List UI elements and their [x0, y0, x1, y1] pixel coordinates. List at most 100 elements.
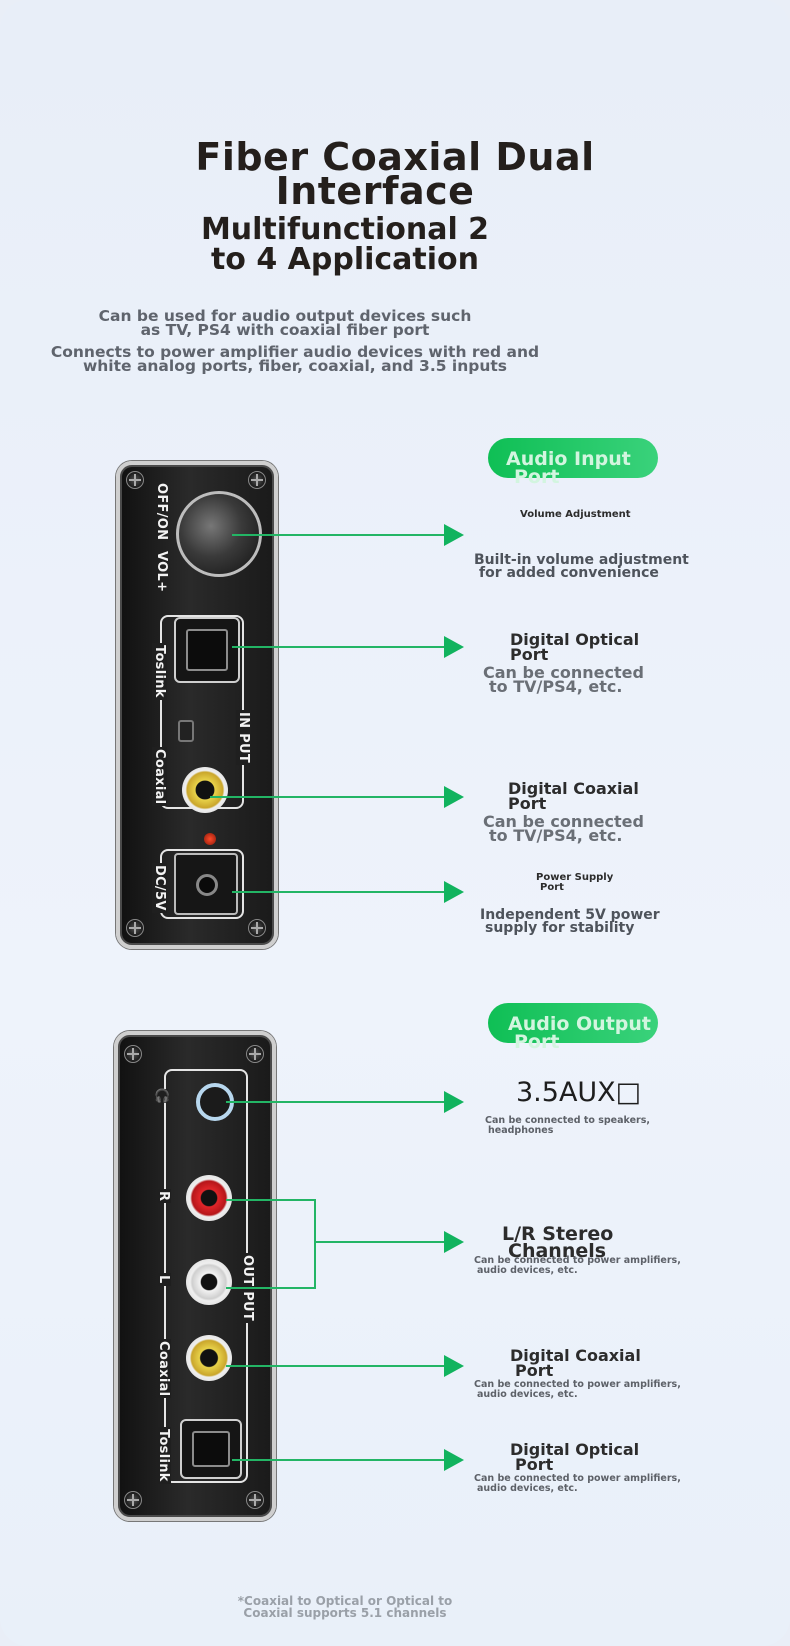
feature-title: Digital Optical Port — [510, 1440, 640, 1474]
coax-out-desc-2: audio devices, etc. — [477, 1389, 578, 1400]
arrow-right-icon — [444, 1449, 464, 1471]
optical-out-desc-1: Can be connected to power amplifiers, — [474, 1473, 681, 1484]
subtitle-line-1: Multifunctional 2 — [200, 212, 490, 247]
output-panel-device: 🎧 R L OUT PUT Coaxial Toslink — [114, 1031, 276, 1521]
stereo-desc-1: Can be connected to power amplifiers, — [474, 1255, 681, 1266]
optical-title-1: Digital Optical — [510, 630, 640, 649]
screw-icon — [248, 471, 266, 489]
feature-title: Digital Coaxial Port — [510, 1346, 641, 1380]
coax-out-title-2: Port — [515, 1361, 554, 1380]
connector-line — [226, 1199, 316, 1201]
feature-title: Digital Optical Port — [510, 630, 640, 664]
optical-desc-1: Can be connected — [483, 663, 644, 682]
feature-description: Can be connected to power amplifiers, au… — [474, 1256, 681, 1276]
toslink-out-label: Toslink — [156, 1427, 171, 1484]
feature-description: Built-in volume adjustment for added con… — [474, 553, 689, 581]
screw-icon — [246, 1045, 264, 1063]
volume-desc-2: for added convenience — [479, 565, 659, 581]
coax-desc-1: Can be connected — [483, 812, 644, 831]
power-led — [204, 833, 216, 845]
coax-desc-2: to TV/PS4, etc. — [489, 826, 623, 845]
screw-icon — [246, 1491, 264, 1509]
dc-power-jack[interactable] — [174, 853, 238, 915]
intro-1a: Can be used for audio output devices suc… — [98, 307, 472, 325]
optical-out-title-1: Digital Optical — [510, 1440, 640, 1459]
toslink-label: Toslink — [152, 643, 167, 700]
optical-input-port[interactable] — [174, 617, 240, 683]
coax-title-2: Port — [508, 794, 547, 813]
coax-out-title-1: Digital Coaxial — [510, 1346, 641, 1365]
power-title-2: Port — [540, 882, 564, 893]
coaxial-input-port[interactable] — [182, 767, 228, 813]
footnote-line-2: Coaxial supports 5.1 channels — [243, 1606, 447, 1620]
power-desc-2: supply for stability — [485, 920, 635, 936]
volume-title: Volume Adjustment — [520, 509, 631, 520]
optical-title-2: Port — [510, 645, 549, 664]
feature-description: Can be connected to TV/PS4, etc. — [483, 663, 644, 695]
intro-paragraph-2: Connects to power amplifier audio device… — [0, 343, 690, 375]
intro-2b: white analog ports, fiber, coaxial, and … — [82, 357, 508, 375]
audio-output-line-2: Port — [514, 1031, 560, 1053]
title-line-1b: Interface — [275, 169, 475, 213]
feature-title: Volume Adjustment — [520, 509, 631, 520]
feature-description: Can be connected to power amplifiers, au… — [474, 1380, 681, 1400]
stereo-title-2: Channels — [508, 1240, 607, 1262]
connector-line — [232, 534, 448, 536]
dc-jack-center — [196, 874, 218, 896]
aux-output-port[interactable] — [196, 1083, 234, 1121]
arrow-right-icon — [444, 881, 464, 903]
coaxial-output-port[interactable] — [186, 1335, 232, 1381]
audio-input-title: Audio Input Port — [506, 448, 631, 488]
coax-title-1: Digital Coaxial — [508, 779, 639, 798]
arrow-right-icon — [444, 1355, 464, 1377]
coaxial-label: Coaxial — [152, 747, 167, 807]
left-channel-label: L — [156, 1273, 171, 1286]
power-desc-1: Independent 5V power — [480, 907, 660, 923]
feature-description: Independent 5V power supply for stabilit… — [480, 907, 660, 936]
arrow-right-icon — [444, 636, 464, 658]
coaxial-out-label: Coaxial — [156, 1339, 171, 1399]
rca-left-port[interactable] — [186, 1259, 232, 1305]
connector-line — [226, 1365, 448, 1367]
subtitle-line-2: to 4 Application — [210, 242, 480, 277]
selector-switch[interactable] — [178, 720, 194, 742]
arrow-right-icon — [444, 1231, 464, 1253]
page-title: Fiber Coaxial Dual Interface — [0, 135, 790, 213]
aux-desc-2: headphones — [488, 1125, 554, 1136]
feature-description: Can be connected to speakers, headphones — [485, 1116, 650, 1136]
arrow-right-icon — [444, 1091, 464, 1113]
aux-title: 3.5AUX□ — [516, 1077, 642, 1108]
screw-icon — [124, 1045, 142, 1063]
title-line-1: Fiber Coaxial Dual — [195, 135, 595, 179]
optical-out-title-2: Port — [515, 1455, 554, 1474]
audio-output-header — [488, 1003, 658, 1043]
connector-line — [316, 1241, 448, 1243]
footnote: *Coaxial to Optical or Optical to Coaxia… — [0, 1595, 740, 1619]
arrow-right-icon — [444, 524, 464, 546]
feature-title: 3.5AUX□ — [516, 1079, 641, 1107]
input-panel-device: OFF/ON VOL+ Toslink IN PUT Coaxial DC/5V — [116, 461, 278, 949]
headphones-icon: 🎧 — [154, 1088, 171, 1103]
connector-line — [314, 1199, 316, 1289]
intro-paragraph-1: Can be used for audio output devices suc… — [0, 307, 680, 339]
intro-2a: Connects to power amplifier audio device… — [50, 343, 540, 361]
rca-right-port[interactable] — [186, 1175, 232, 1221]
audio-output-title: Audio Output Port — [508, 1013, 651, 1053]
feature-description: Can be connected to TV/PS4, etc. — [483, 812, 644, 845]
optical-output-port[interactable] — [180, 1419, 242, 1479]
audio-input-line-1: Audio Input — [506, 448, 631, 470]
page-subtitle: Multifunctional 2 to 4 Application — [0, 215, 740, 275]
feature-title: L/R Stereo Channels — [502, 1223, 614, 1262]
audio-output-line-1: Audio Output — [508, 1013, 651, 1035]
intro-1b: as TV, PS4 with coaxial fiber port — [140, 321, 430, 339]
feature-title: Power Supply Port — [536, 873, 613, 893]
vol-label: VOL+ — [154, 551, 169, 593]
dc-label: DC/5V — [152, 863, 167, 913]
aux-desc-1: Can be connected to speakers, — [485, 1115, 650, 1126]
stereo-title-1: L/R Stereo — [502, 1223, 614, 1245]
screw-icon — [248, 919, 266, 937]
audio-input-line-2: Port — [514, 466, 560, 488]
connector-line — [232, 891, 448, 893]
connector-line — [226, 1287, 316, 1289]
power-title-1: Power Supply — [536, 872, 614, 883]
